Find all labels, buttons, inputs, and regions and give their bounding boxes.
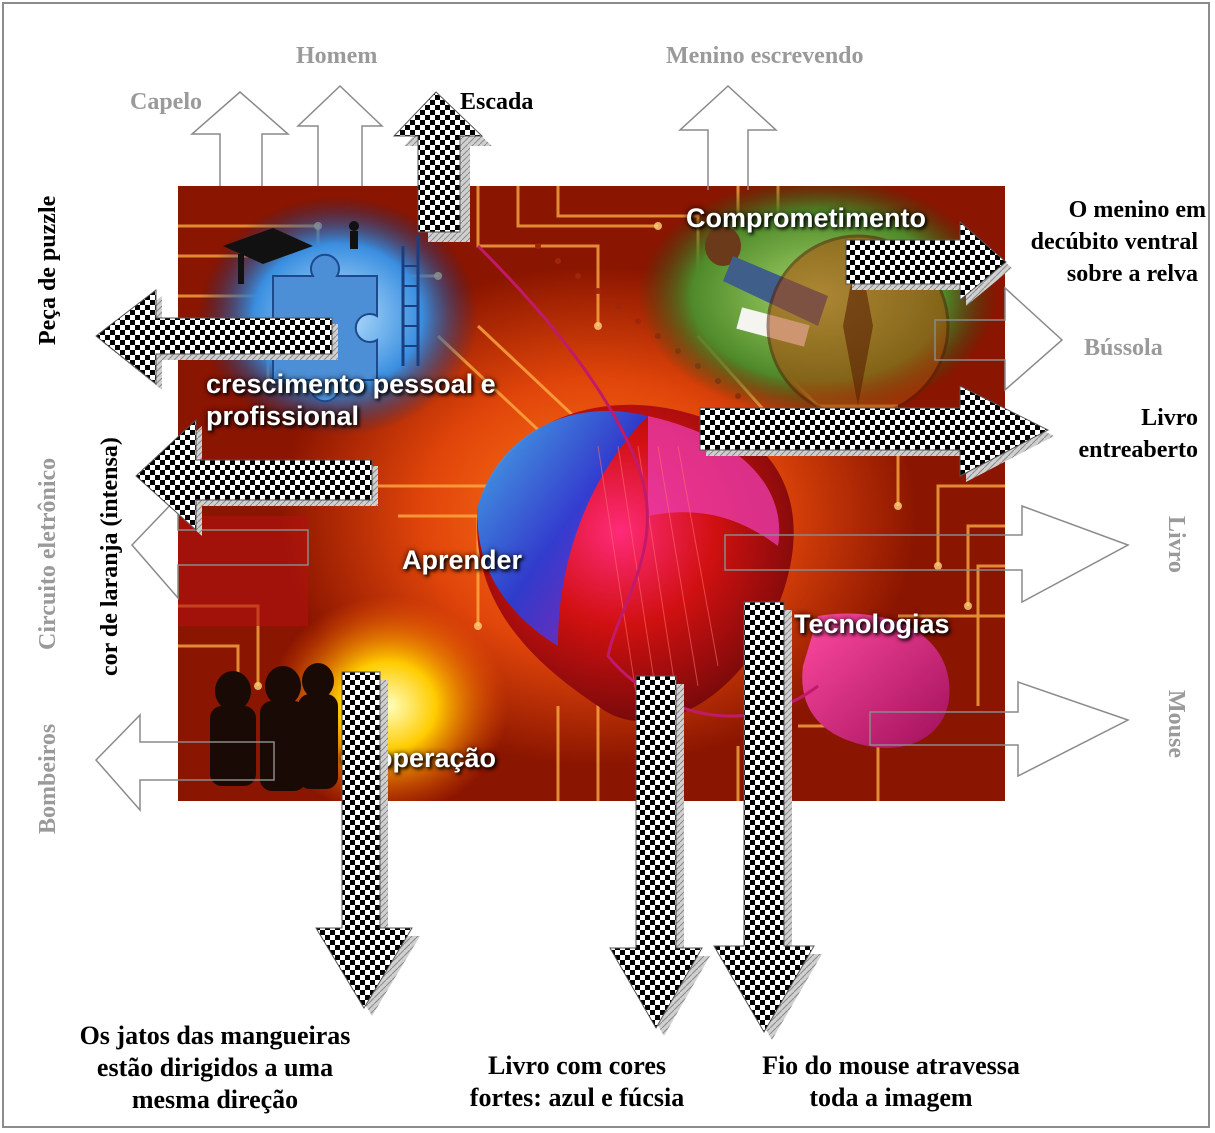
label-fio-mouse-1: Fio do mouse atravessa [762, 1051, 1020, 1080]
collage-text-tecnologias: Tecnologias [794, 609, 950, 639]
label-laranja: cor de laranja (intensa) [97, 437, 123, 676]
collage-image: Comprometimento crescimento pessoal e pr… [178, 186, 1005, 801]
label-livro-cores-2: fortes: azul e fúcsia [469, 1083, 685, 1112]
label-livro-cores-1: Livro com cores [487, 1051, 667, 1080]
label-jatos-3: mesma direção [131, 1085, 299, 1114]
label-livro-entreaberto-1: Livro [1141, 405, 1198, 431]
label-menino-decubito-3: sobre a relva [1066, 261, 1198, 287]
label-homem: Homem [296, 43, 378, 69]
label-menino-escrevendo: Menino escrevendo [666, 43, 864, 69]
collage-text-crescimento-1: crescimento pessoal e [206, 369, 496, 399]
label-menino-decubito-1: O menino em [1068, 197, 1206, 223]
label-livro-entreaberto-2: entreaberto [1078, 437, 1198, 463]
label-bombeiros: Bombeiros [35, 723, 61, 834]
label-peca-puzzle: Peça de puzzle [35, 195, 61, 345]
collage-text-crescimento-2: profissional [206, 401, 360, 431]
label-fio-mouse-2: toda a imagem [809, 1083, 973, 1112]
label-capelo: Capelo [130, 89, 202, 115]
label-circuito: Circuito eletrônico [35, 457, 61, 650]
label-jatos-1: Os jatos das mangueiras [79, 1021, 351, 1050]
label-escada: Escada [460, 89, 534, 115]
label-jatos-2: estão dirigidos a uma [96, 1053, 334, 1082]
collage-text-comprometimento: Comprometimento [686, 203, 927, 233]
label-menino-decubito-2: decúbito ventral [1030, 229, 1198, 255]
label-bussola: Bússola [1084, 335, 1163, 361]
label-livro: Livro [1163, 516, 1189, 573]
collage-text-cooperacao: Cooperação [340, 743, 497, 773]
label-mouse: Mouse [1163, 690, 1189, 758]
circuit-board-background [178, 186, 1005, 801]
collage-text-aprender: Aprender [402, 545, 523, 575]
